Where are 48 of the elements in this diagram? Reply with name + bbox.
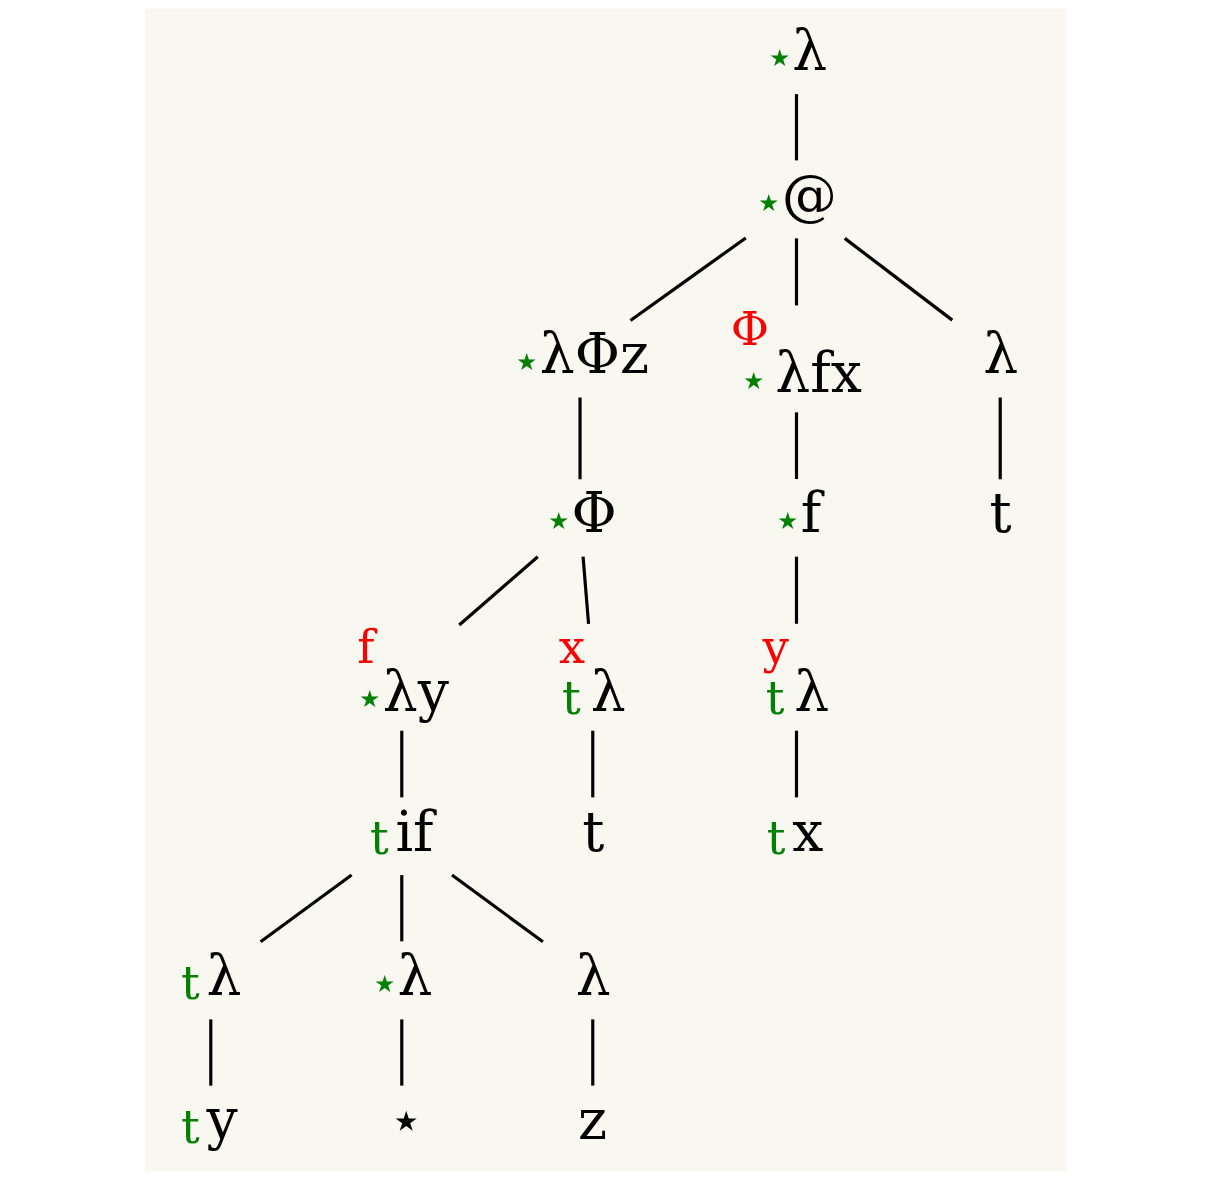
connector [591,730,595,798]
node-text: ⋆ [389,1088,424,1153]
connector [400,1019,404,1086]
node-text: x [792,799,824,864]
node-text: y [206,1088,238,1153]
connector [581,556,591,624]
node-text: @ [781,162,837,227]
connector [591,1019,595,1086]
node-label: ⋆ [773,493,803,548]
node-text: z [577,1088,607,1153]
node-text: Φ [571,481,617,546]
node-label: ⋆ [754,174,784,229]
connector [998,397,1002,480]
connector [843,237,954,322]
node-text: λfx [775,341,862,406]
node-label: ⋆ [764,30,794,85]
connector [794,556,799,624]
connector [629,236,747,322]
node-label: t [181,1100,200,1155]
connector [400,730,404,798]
connector [794,94,799,161]
connector [794,238,799,306]
node-text: t [989,481,1012,546]
node-label: t [369,811,389,866]
node-label: ⋆ [369,955,399,1010]
node-label: ⋆ [355,671,385,726]
connector [400,875,404,942]
node-label: t [181,955,200,1010]
connector [458,555,539,627]
node-text: λ [792,18,828,83]
connector [451,873,544,944]
node-text: λ [206,943,242,1008]
node-text: λy [382,659,449,724]
node-text: λ [983,322,1019,387]
connector [794,412,799,480]
node-text: λ [794,659,830,724]
connector [259,873,353,944]
node-text: λ [397,943,433,1008]
node-label: t [766,811,786,866]
connector [209,1019,213,1086]
connector [794,730,799,798]
node-label: ⋆ [512,333,542,388]
node-text: λΦz [539,322,649,387]
node-text: t [582,799,605,864]
node-text: λ [590,659,626,724]
node-label: ⋆ [543,493,573,548]
connector [578,397,582,480]
node-text: λ [575,943,611,1008]
